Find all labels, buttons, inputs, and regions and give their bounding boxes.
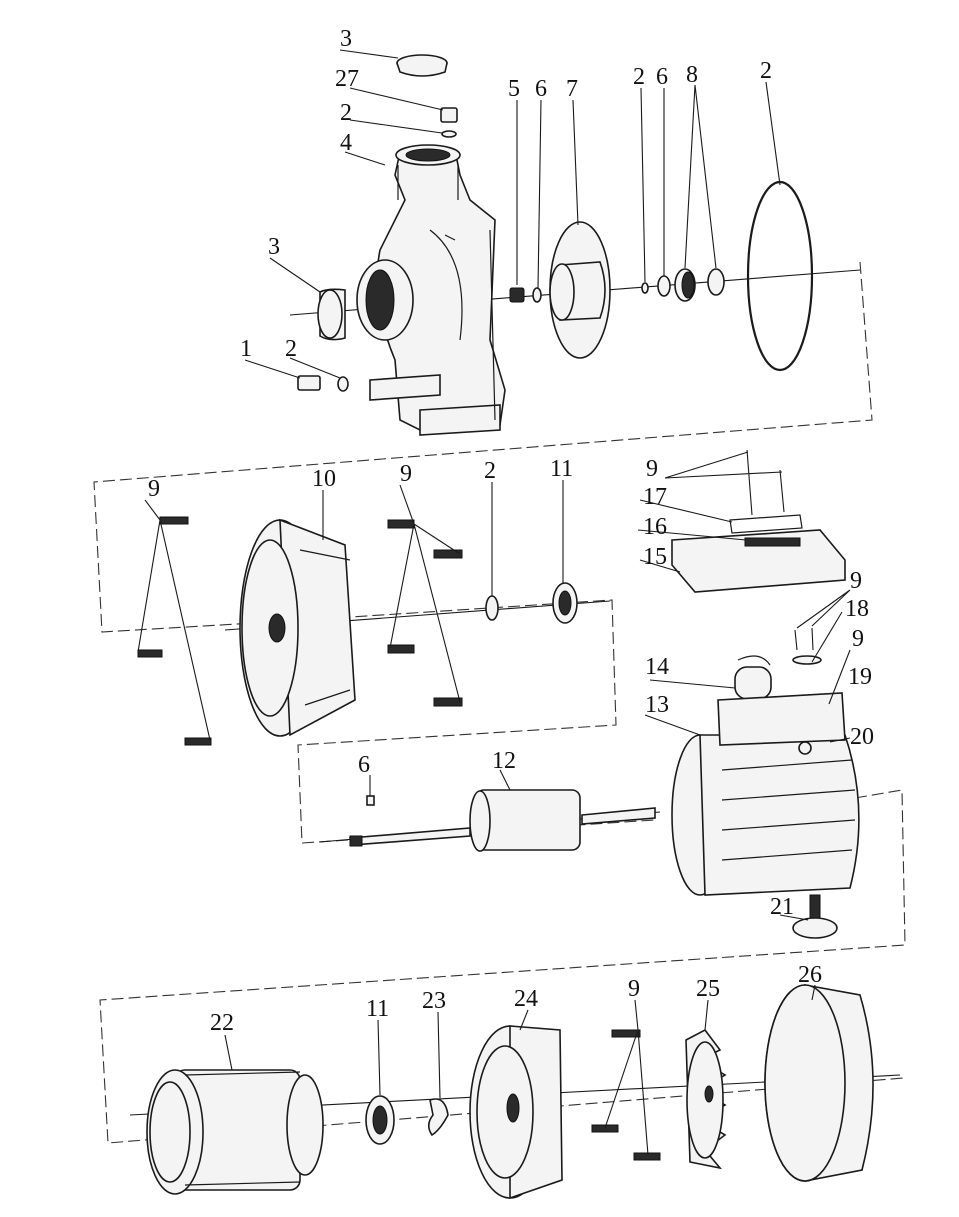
label-21: 21 — [770, 894, 794, 920]
label-16: 16 — [643, 514, 667, 540]
label-23: 23 — [422, 988, 446, 1014]
label-14: 14 — [645, 654, 669, 680]
motor-foot — [792, 894, 838, 939]
cooling-fan — [685, 1028, 727, 1170]
leader-lines — [137, 49, 851, 1156]
part-labels: 3 27 2 4 5 6 7 2 6 8 2 3 1 2 9 10 9 2 11… — [148, 26, 874, 1036]
motor-housing — [671, 692, 860, 896]
label-4: 4 — [340, 130, 352, 156]
label-9-terminal: 9 — [850, 568, 862, 594]
drain-plug — [297, 375, 349, 392]
stator — [146, 1069, 324, 1195]
label-2-oring: 2 — [760, 58, 772, 84]
label-19: 19 — [848, 664, 872, 690]
fan-cover — [764, 984, 874, 1182]
label-27: 27 — [335, 66, 359, 92]
label-6-seal: 6 — [656, 64, 668, 90]
label-9-left: 9 — [148, 476, 160, 502]
label-3-side: 3 — [268, 234, 280, 260]
label-7: 7 — [566, 76, 578, 102]
label-1: 1 — [240, 336, 252, 362]
mechanical-seal — [641, 268, 725, 302]
label-2-top: 2 — [340, 100, 352, 126]
label-15: 15 — [643, 544, 667, 570]
label-3-top: 3 — [340, 26, 352, 52]
pump-casing — [356, 144, 506, 436]
impeller-nut — [509, 287, 542, 303]
label-2-drain: 2 — [285, 336, 297, 362]
coupling-ring-side — [317, 288, 346, 341]
label-18: 18 — [845, 596, 869, 622]
motor-bracket — [239, 518, 356, 737]
label-26: 26 — [798, 962, 822, 988]
label-9-cover: 9 — [646, 456, 658, 482]
label-9-middle: 9 — [400, 461, 412, 487]
label-11-top: 11 — [550, 456, 573, 482]
end-cover-bolts — [591, 1029, 661, 1161]
label-20: 20 — [850, 724, 874, 750]
label-2-seal: 2 — [633, 64, 645, 90]
spring-washer — [427, 1098, 449, 1137]
label-13: 13 — [645, 692, 669, 718]
label-17: 17 — [643, 484, 667, 510]
label-8: 8 — [686, 62, 698, 88]
label-24: 24 — [514, 986, 538, 1012]
coupling-ring-top — [396, 54, 448, 77]
impeller — [549, 221, 611, 359]
label-25: 25 — [696, 976, 720, 1002]
label-12: 12 — [492, 748, 516, 774]
rotor-shaft — [348, 789, 656, 852]
label-9-clamp: 9 — [852, 626, 864, 652]
label-6-top: 6 — [535, 76, 547, 102]
label-11-bottom: 11 — [366, 996, 389, 1022]
label-5: 5 — [508, 76, 520, 102]
terminal-box-cover — [671, 449, 846, 593]
end-cover — [469, 1025, 563, 1200]
label-6-key: 6 — [358, 752, 370, 778]
label-9-bottom: 9 — [628, 976, 640, 1002]
capacitor — [734, 655, 772, 700]
bearing-rear — [365, 1095, 395, 1145]
label-10: 10 — [312, 466, 336, 492]
bearing-front — [485, 582, 578, 624]
label-22: 22 — [210, 1010, 234, 1036]
vent-plug — [440, 107, 458, 138]
label-2-bearing: 2 — [484, 458, 496, 484]
